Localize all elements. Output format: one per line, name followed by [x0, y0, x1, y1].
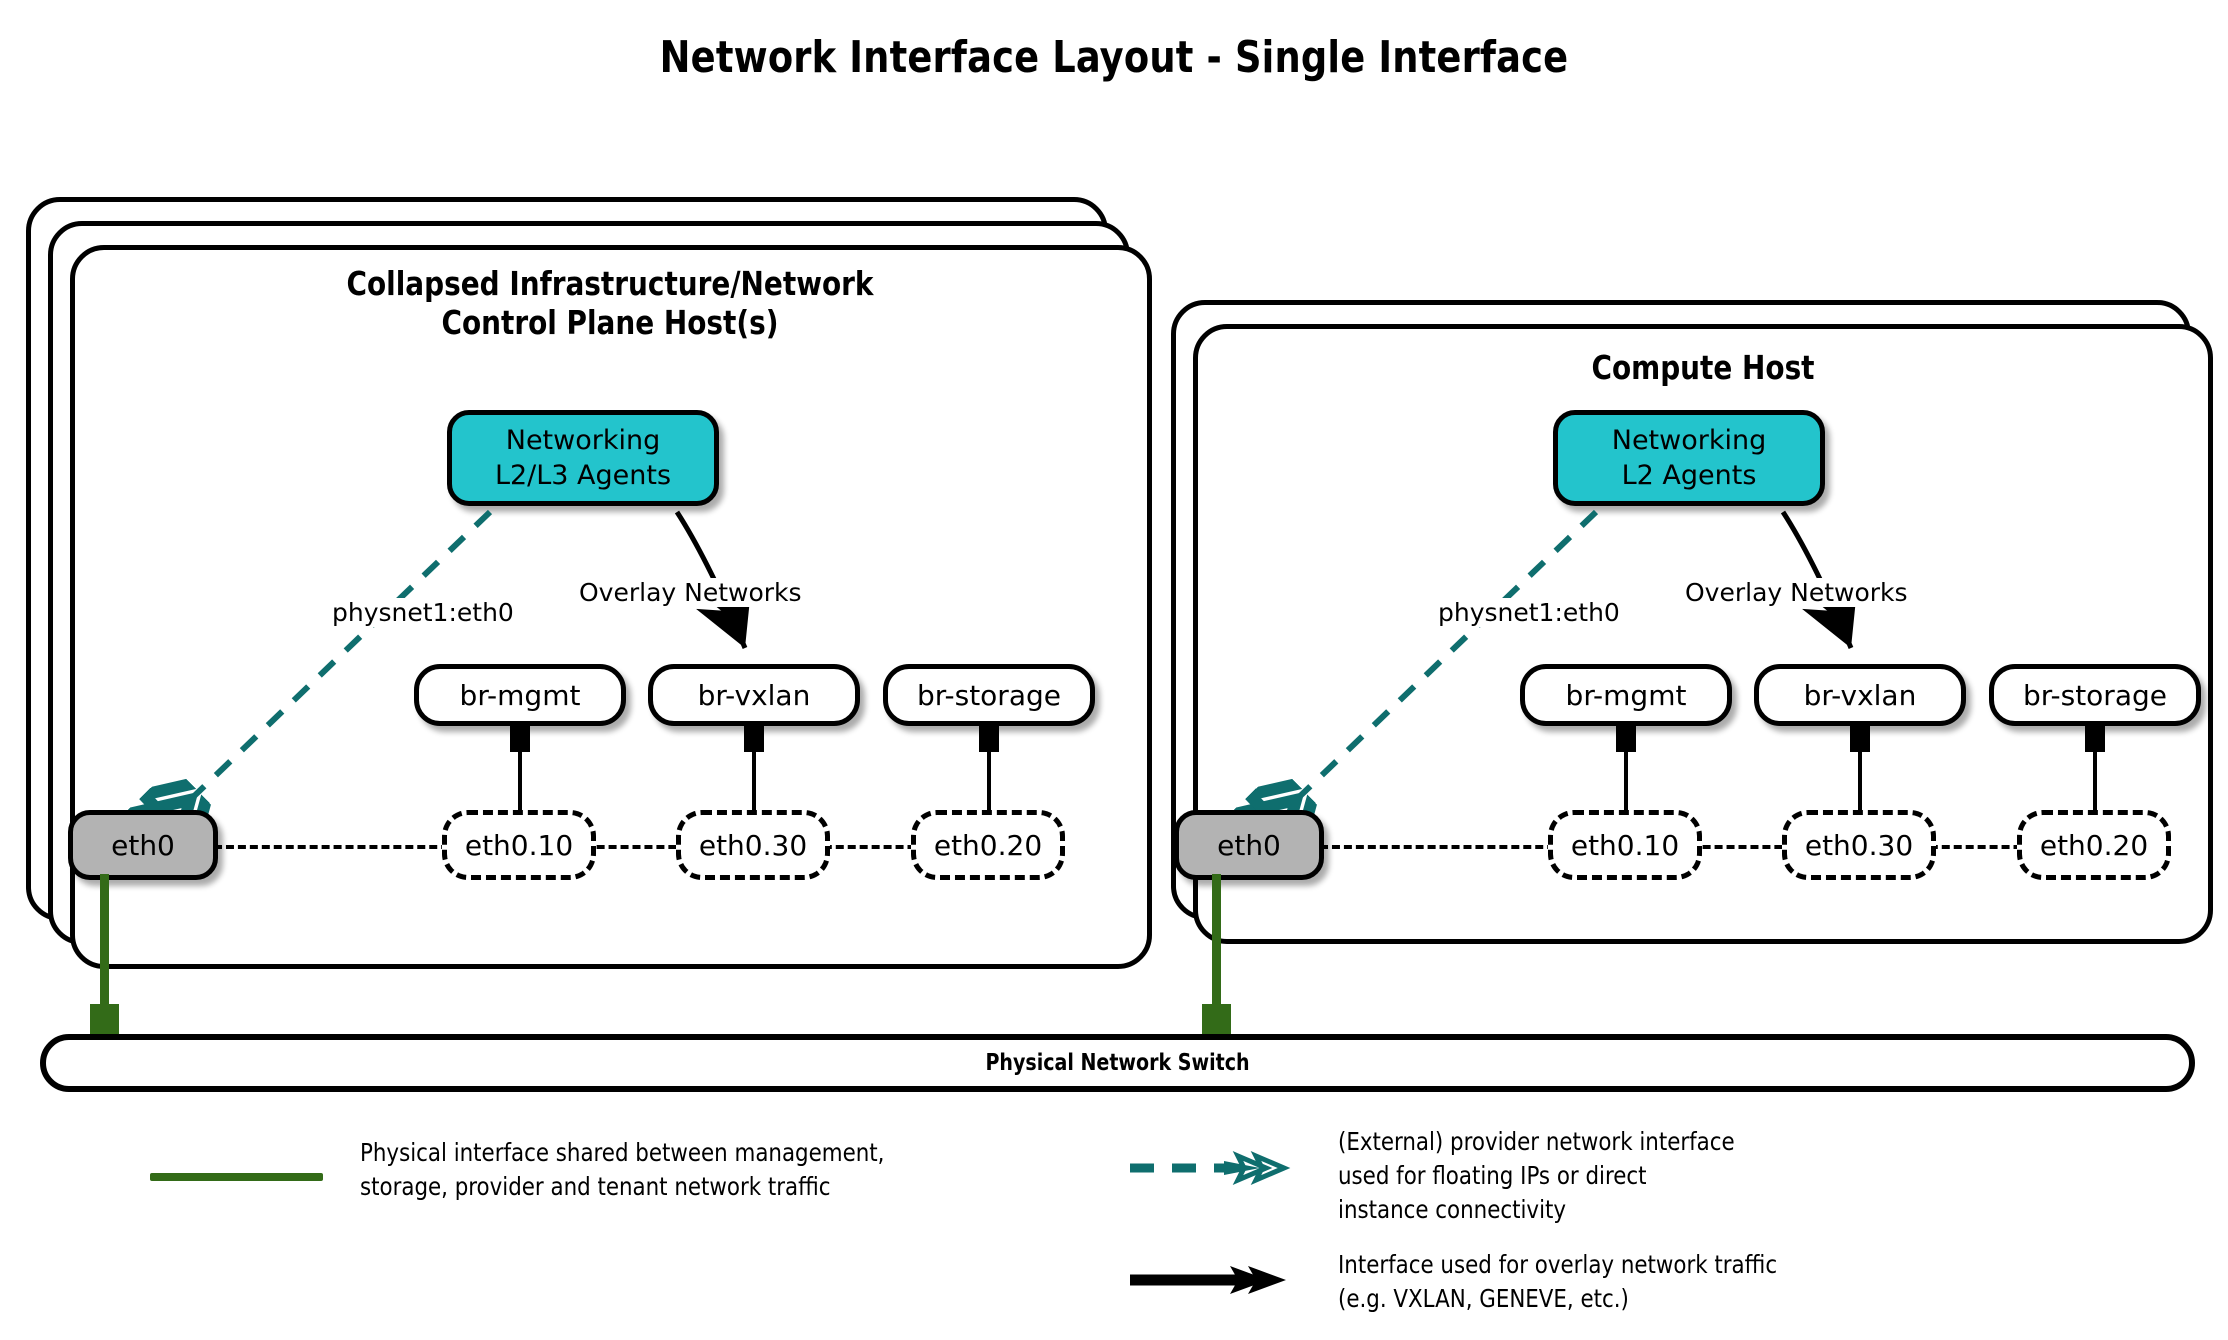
bridge-link-br-storage-left — [987, 726, 991, 818]
vlan-label: eth0.30 — [698, 828, 808, 862]
compute-vlan-eth0-30[interactable]: eth0.30 — [1782, 810, 1936, 880]
vlan-label: eth0.10 — [1570, 828, 1680, 862]
vlan-trunk-left — [214, 845, 1059, 849]
bridge-label: br-mgmt — [459, 678, 581, 712]
vlan-label: eth0.20 — [2039, 828, 2149, 862]
vlan-label: eth0.10 — [464, 828, 574, 862]
control-plane-bridge-br-mgmt[interactable]: br-mgmt — [414, 664, 626, 726]
provider-network-label-right: physnet1:eth0 — [1434, 598, 1624, 627]
control-plane-host-title-line2: Control Plane Host(s) — [441, 303, 779, 342]
legend-physical-interface-text: Physical interface shared between manage… — [360, 1138, 885, 1201]
compute-networking-agents[interactable]: Networking L2 Agents — [1553, 410, 1825, 506]
vlan-label: eth0.20 — [933, 828, 1043, 862]
provider-network-label-left: physnet1:eth0 — [328, 598, 518, 627]
legend-overlay-interface-text: Interface used for overlay network traff… — [1338, 1250, 1778, 1313]
compute-host-title: Compute Host — [1280, 348, 2126, 387]
control-plane-bridge-br-vxlan[interactable]: br-vxlan — [648, 664, 860, 726]
control-plane-host-title-line1: Collapsed Infrastructure/Network — [346, 264, 874, 303]
agent-label-line2: L2/L3 Agents — [494, 460, 672, 491]
bridge-label: br-vxlan — [1803, 678, 1917, 712]
bridge-label: br-vxlan — [697, 678, 811, 712]
bridge-link-br-mgmt-right — [1624, 726, 1628, 818]
physical-network-switch[interactable] — [40, 1034, 2195, 1092]
compute-bridge-br-mgmt[interactable]: br-mgmt — [1520, 664, 1732, 726]
overlay-network-label-left: Overlay Networks — [575, 578, 806, 607]
control-plane-vlan-eth0-20[interactable]: eth0.20 — [911, 810, 1065, 880]
legend-overlay-arrow-swatch — [1130, 1266, 1286, 1294]
vlan-label: eth0.30 — [1804, 828, 1914, 862]
control-plane-bridge-br-storage[interactable]: br-storage — [883, 664, 1095, 726]
vlan-trunk-right — [1320, 845, 2165, 849]
nic-label: eth0 — [1217, 828, 1281, 862]
bridge-link-br-vxlan-left — [752, 726, 756, 818]
legend-provider-arrow-swatch — [1130, 1151, 1291, 1185]
bridge-label: br-storage — [2023, 678, 2167, 712]
physical-network-switch-label: Physical Network Switch — [985, 1050, 1250, 1076]
compute-vlan-eth0-20[interactable]: eth0.20 — [2017, 810, 2171, 880]
agent-label-line1: Networking — [1611, 425, 1767, 456]
physical-uplink-left — [100, 874, 109, 1026]
bridge-label: br-storage — [917, 678, 1061, 712]
compute-vlan-eth0-10[interactable]: eth0.10 — [1548, 810, 1702, 880]
legend-physical-line-swatch — [150, 1173, 323, 1181]
control-plane-vlan-eth0-30[interactable]: eth0.30 — [676, 810, 830, 880]
control-plane-networking-agents[interactable]: Networking L2/L3 Agents — [447, 410, 719, 506]
nic-label: eth0 — [111, 828, 175, 862]
page-title: Network Interface Layout - Single Interf… — [659, 32, 1569, 83]
control-plane-nic-eth0[interactable]: eth0 — [68, 810, 218, 880]
control-plane-host-title: Collapsed Infrastructure/Network Control… — [159, 264, 1061, 342]
legend-provider-interface-text: (External) provider network interface us… — [1338, 1127, 1735, 1224]
compute-bridge-br-storage[interactable]: br-storage — [1989, 664, 2201, 726]
physical-uplink-right — [1212, 874, 1221, 1026]
agent-label-line2: L2 Agents — [1621, 460, 1757, 491]
agent-label-line1: Networking — [505, 425, 661, 456]
control-plane-vlan-eth0-10[interactable]: eth0.10 — [442, 810, 596, 880]
bridge-link-br-storage-right — [2093, 726, 2097, 818]
overlay-network-label-right: Overlay Networks — [1681, 578, 1912, 607]
bridge-label: br-mgmt — [1565, 678, 1687, 712]
compute-bridge-br-vxlan[interactable]: br-vxlan — [1754, 664, 1966, 726]
bridge-link-br-mgmt-left — [518, 726, 522, 818]
compute-host-title-line1: Compute Host — [1591, 348, 1815, 387]
bridge-link-br-vxlan-right — [1858, 726, 1862, 818]
compute-nic-eth0[interactable]: eth0 — [1174, 810, 1324, 880]
